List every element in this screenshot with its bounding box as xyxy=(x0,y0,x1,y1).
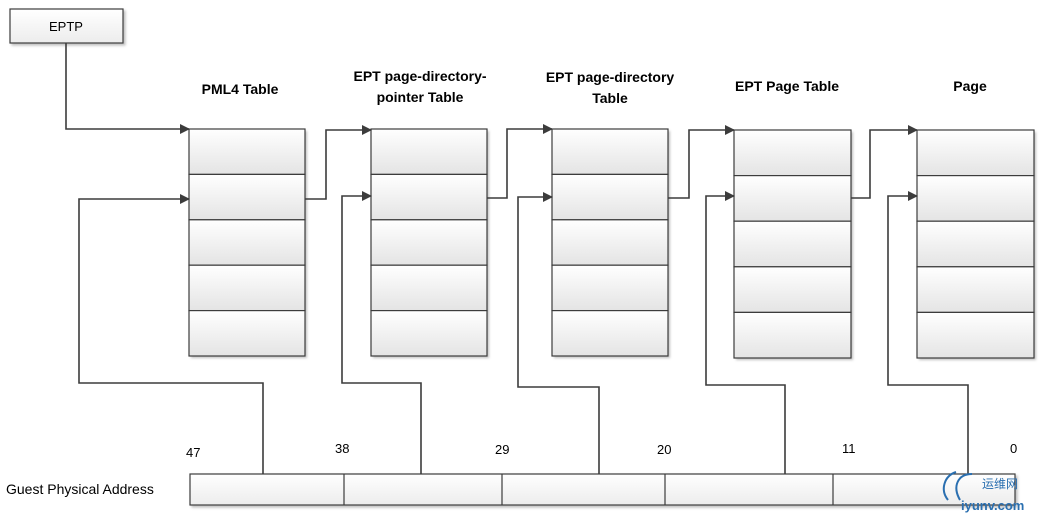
table-entry xyxy=(551,128,669,176)
table-title: EPT Page Table xyxy=(735,78,839,94)
table-entry xyxy=(551,219,669,266)
table-title: EPT page-directory xyxy=(546,69,675,85)
table-entry xyxy=(733,311,852,359)
guest-physical-address-label: Guest Physical Address xyxy=(6,481,154,497)
eptp-box: EPTP xyxy=(9,8,124,44)
table-entry xyxy=(916,311,1035,359)
table-title: pointer Table xyxy=(377,89,464,105)
bit-label-38: 38 xyxy=(335,441,349,456)
table-entry xyxy=(733,266,852,313)
table-entry xyxy=(733,220,852,268)
table-entry xyxy=(188,310,306,357)
bit-label-11: 11 xyxy=(842,441,856,456)
table-entry xyxy=(551,264,669,312)
table-entry xyxy=(733,129,852,177)
table-entry xyxy=(370,310,488,357)
index-arrows xyxy=(78,191,969,474)
table-entry xyxy=(551,173,669,221)
table-title: Page xyxy=(953,78,987,94)
eptp-label: EPTP xyxy=(49,19,83,34)
watermark-logo: 运维网 iyunv.com xyxy=(942,471,1024,513)
table-entry xyxy=(916,175,1035,222)
table-entry xyxy=(188,128,306,176)
bit-label-20: 20 xyxy=(657,442,671,457)
table-entry xyxy=(188,173,306,221)
watermark-en: iyunv.com xyxy=(961,498,1024,513)
bit-label-29: 29 xyxy=(495,442,509,457)
bit-label-0: 0 xyxy=(1010,441,1017,456)
bit-label-47: 47 xyxy=(186,445,200,460)
eptp-arrow xyxy=(65,43,190,134)
table-2 xyxy=(551,128,669,357)
table-1 xyxy=(370,128,488,357)
table-entry xyxy=(370,173,488,221)
table-entry xyxy=(370,264,488,312)
table-title: PML4 Table xyxy=(202,81,279,97)
table-entry xyxy=(916,266,1035,313)
watermark-cn: 运维网 xyxy=(982,477,1018,491)
table-entry xyxy=(733,175,852,222)
pointer-arrows xyxy=(305,124,918,200)
table-4 xyxy=(916,129,1035,359)
table-entry xyxy=(916,129,1035,177)
table-entry xyxy=(551,310,669,357)
table-entry xyxy=(370,219,488,266)
table-0 xyxy=(188,128,306,357)
table-entry xyxy=(188,264,306,312)
table-title: EPT page-directory- xyxy=(353,68,486,84)
table-3 xyxy=(733,129,852,359)
table-entry xyxy=(370,128,488,176)
table-title: Table xyxy=(592,90,628,106)
guest-physical-address-bar xyxy=(189,473,1016,506)
table-entry xyxy=(916,220,1035,268)
table-entry xyxy=(188,219,306,266)
